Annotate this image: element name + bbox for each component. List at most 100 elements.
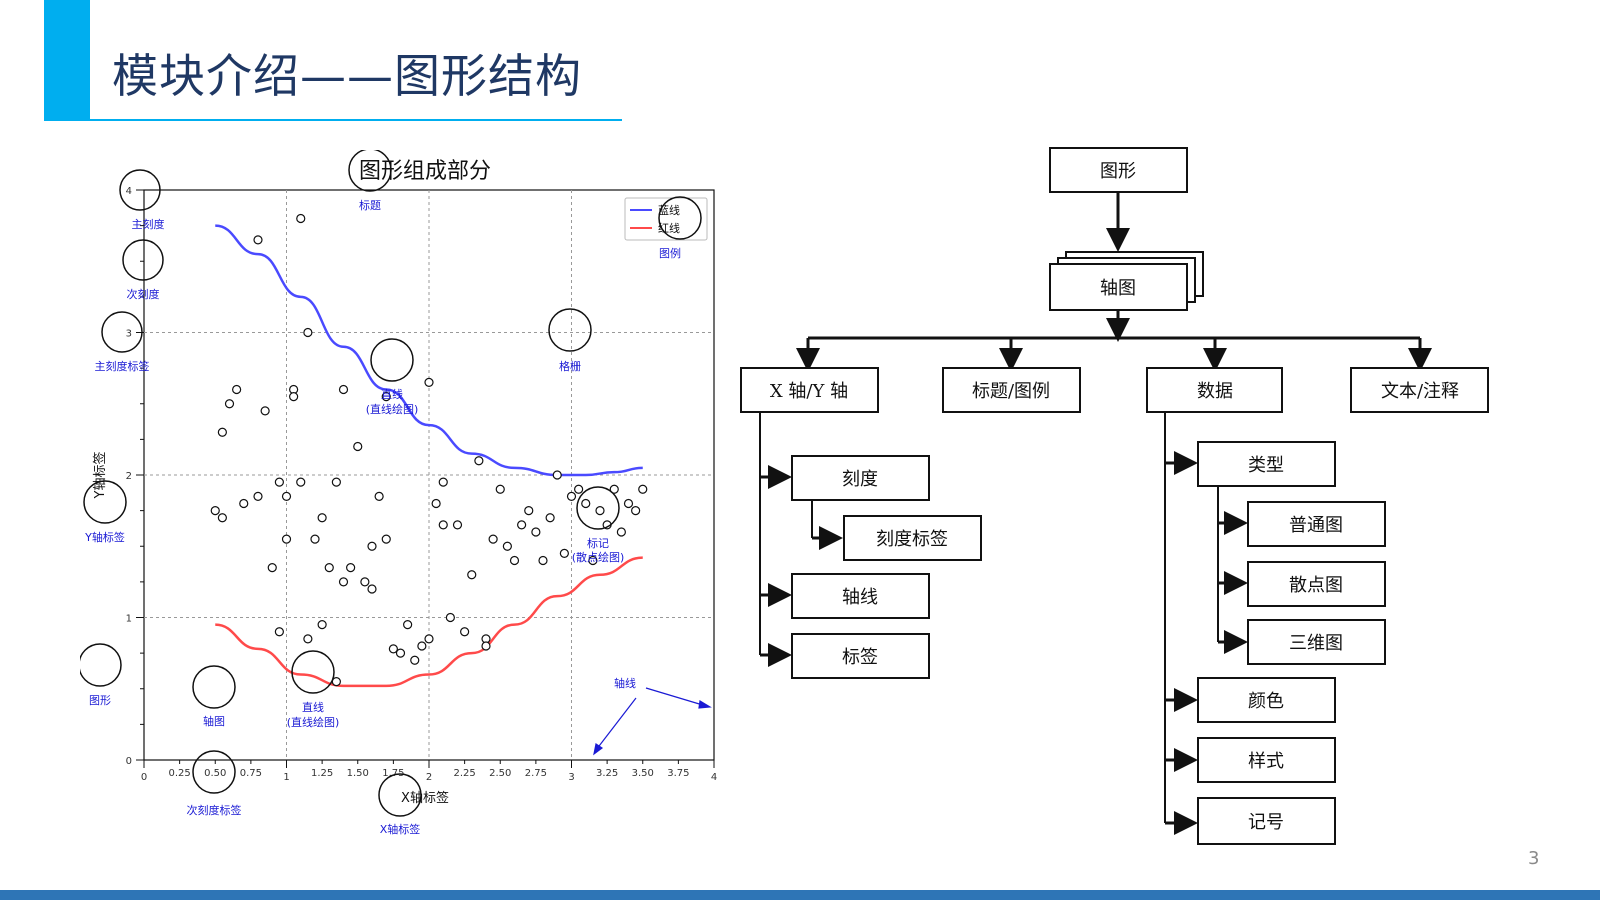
anno-circle-major-tick-label bbox=[101, 311, 143, 353]
node-data-label: 数据 bbox=[1197, 381, 1233, 402]
series-line-0 bbox=[215, 224, 643, 477]
x-minor-tick-label: 3.25 bbox=[596, 768, 618, 779]
node-tick-label: 刻度 bbox=[842, 469, 878, 490]
anno-circle-marker bbox=[576, 486, 620, 530]
scatter-point bbox=[232, 384, 242, 395]
y-major-tick-label: 0 bbox=[126, 756, 132, 767]
scatter-point bbox=[395, 648, 406, 658]
x-minor-tick-label: 2.50 bbox=[489, 768, 511, 779]
anno-circle-grid bbox=[548, 308, 592, 352]
scatter-point bbox=[253, 235, 263, 245]
scatter-point bbox=[531, 527, 541, 537]
anno-marker-2: (散点绘图) bbox=[572, 550, 625, 564]
anno-circle-minor-tick-label bbox=[192, 750, 236, 794]
node-type: 类型 bbox=[1197, 441, 1336, 487]
scatter-point bbox=[267, 563, 277, 573]
node-tick-label-text: 刻度标签 bbox=[876, 529, 948, 550]
scatter-point bbox=[538, 555, 548, 566]
anno-circle-legend bbox=[658, 196, 702, 240]
anno-y-axis-label: Y轴标签 bbox=[84, 530, 125, 544]
scatter-point bbox=[595, 506, 605, 516]
node-color: 颜色 bbox=[1197, 677, 1336, 723]
scatter-point bbox=[502, 541, 512, 551]
x-minor-tick-label: 1.75 bbox=[382, 768, 404, 779]
x-minor-tick-label: 3.75 bbox=[667, 768, 689, 779]
node-scatter-plot: 散点图 bbox=[1247, 561, 1386, 607]
scatter-point bbox=[481, 641, 491, 651]
anno-x-axis-label: X轴标签 bbox=[380, 822, 421, 836]
scatter-point bbox=[210, 506, 220, 516]
scatter-point bbox=[581, 498, 591, 509]
annotation-circles bbox=[80, 150, 702, 817]
title-accent-bar bbox=[44, 0, 90, 120]
x-axis-label: X轴标签 bbox=[401, 790, 449, 806]
scatter-point bbox=[331, 477, 341, 487]
x-major-tick-label: 3 bbox=[568, 772, 574, 783]
node-label: 标签 bbox=[791, 633, 930, 679]
scatter-point bbox=[367, 584, 377, 594]
anno-circle-major-tick bbox=[119, 169, 161, 211]
scatter-point bbox=[509, 555, 520, 566]
scatter-point bbox=[338, 384, 349, 395]
node-style: 样式 bbox=[1197, 737, 1336, 783]
scatter-point bbox=[381, 534, 391, 544]
scatter-layer bbox=[210, 213, 648, 687]
scatter-point bbox=[239, 498, 249, 509]
x-major-tick-label: 0 bbox=[141, 772, 147, 783]
scatter-point bbox=[367, 541, 377, 551]
anno-line-bottom-1: 直线 bbox=[302, 700, 324, 714]
anno-legend: 图例 bbox=[659, 246, 681, 260]
anno-major-tick: 主刻度 bbox=[132, 217, 165, 231]
scatter-point bbox=[310, 534, 320, 544]
scatter-point bbox=[623, 498, 634, 509]
node-title-legend: 标题/图例 bbox=[942, 367, 1081, 413]
anno-line-top-1: 直线 bbox=[381, 387, 403, 401]
scatter-point bbox=[460, 627, 470, 637]
anno-circle-figure bbox=[80, 643, 122, 687]
series-line-1 bbox=[215, 556, 643, 688]
anno-figure: 图形 bbox=[89, 694, 111, 707]
scatter-point bbox=[403, 620, 413, 630]
scatter-point bbox=[281, 534, 292, 544]
scatter-point bbox=[353, 441, 363, 452]
node-spine: 轴线 bbox=[791, 573, 930, 619]
x-minor-tick-label: 1.25 bbox=[311, 768, 333, 779]
node-scatter-plot-label: 散点图 bbox=[1289, 575, 1343, 596]
x-minor-tick-label: 2.75 bbox=[525, 768, 547, 779]
scatter-point bbox=[217, 513, 227, 523]
scatter-point bbox=[417, 641, 427, 651]
node-axes-label: 轴图 bbox=[1100, 278, 1136, 299]
node-tick: 刻度 bbox=[791, 455, 930, 501]
scatter-point bbox=[303, 634, 313, 644]
node-3d-plot: 三维图 bbox=[1247, 619, 1386, 665]
x-minor-tick-label: 0.50 bbox=[204, 768, 226, 779]
scatter-point bbox=[381, 392, 391, 402]
page-number: 3 bbox=[1528, 848, 1540, 869]
node-type-label: 类型 bbox=[1248, 455, 1284, 476]
y-major-tick-label: 4 bbox=[126, 186, 132, 197]
scatter-point bbox=[488, 534, 498, 544]
scatter-point bbox=[360, 577, 370, 587]
x-major-tick-label: 4 bbox=[711, 772, 717, 783]
scatter-point bbox=[217, 427, 227, 437]
x-major-tick-label: 1 bbox=[283, 772, 289, 783]
scatter-point bbox=[467, 570, 477, 580]
scatter-point bbox=[224, 399, 235, 409]
figure-title: 图形组成部分 bbox=[359, 159, 491, 184]
node-data: 数据 bbox=[1146, 367, 1283, 413]
anno-major-tick-label: 主刻度标签 bbox=[95, 359, 150, 373]
scatter-point bbox=[424, 634, 434, 644]
node-plain-plot: 普通图 bbox=[1247, 501, 1386, 547]
anno-axes: 轴图 bbox=[203, 714, 225, 728]
scatter-point bbox=[474, 456, 484, 466]
x-minor-tick-label: 0.25 bbox=[168, 768, 190, 779]
x-minor-tick-label: 2.25 bbox=[453, 768, 475, 779]
scatter-point bbox=[566, 491, 577, 501]
structure-tree: 图形 轴图 X 轴/Y 轴 标题/图例 数据 文本/注释 刻度 刻度标签 轴线 … bbox=[740, 147, 1489, 845]
anno-circle-title bbox=[348, 150, 392, 192]
scatter-point bbox=[274, 477, 284, 487]
anno-line-top-2: (直线绘图) bbox=[366, 402, 419, 416]
node-plain-plot-label: 普通图 bbox=[1289, 515, 1343, 536]
